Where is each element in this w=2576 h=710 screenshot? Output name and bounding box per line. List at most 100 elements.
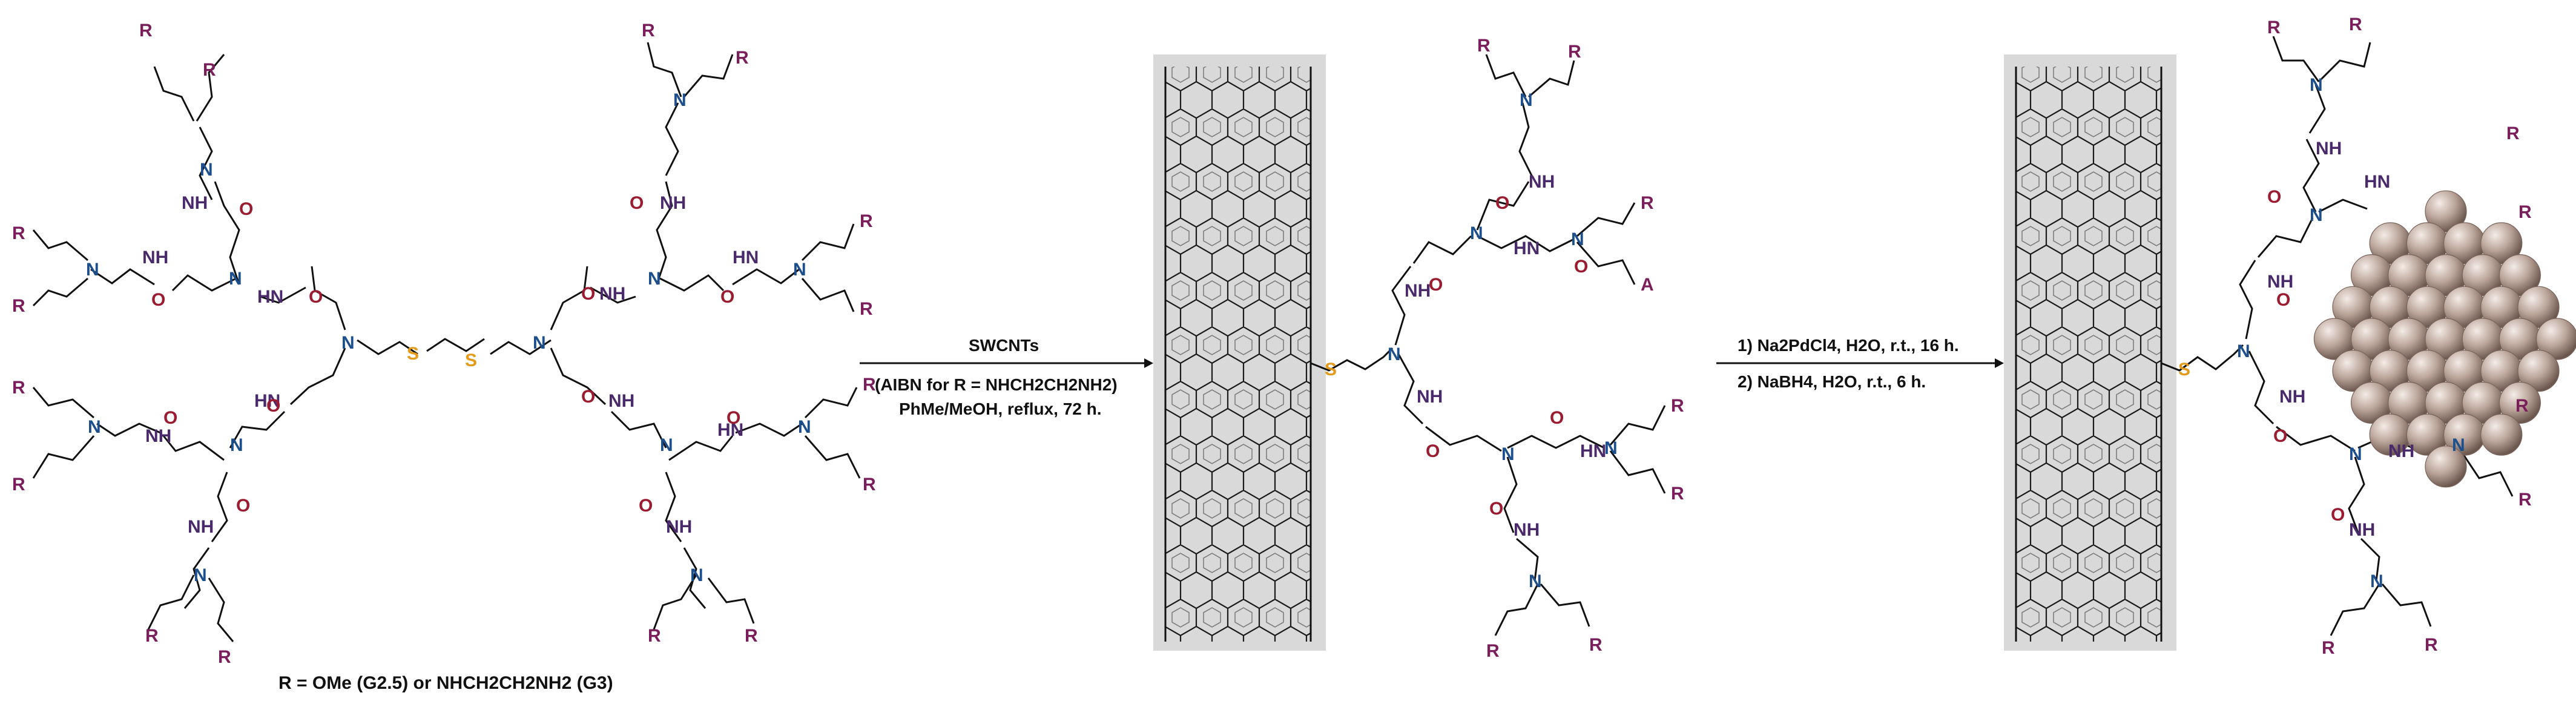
- tube1-oxygen-2: O: [1429, 275, 1443, 295]
- tube2-nitrogen-up: N: [2310, 205, 2323, 225]
- r-group-4: R: [12, 296, 25, 316]
- r-group-2: R: [203, 60, 216, 80]
- oxygen-11: O: [726, 408, 740, 428]
- tube1-a-1: A: [1641, 275, 1654, 295]
- oxygen-10: O: [581, 387, 595, 407]
- amide-nh-2: NH: [142, 248, 168, 268]
- core-nitrogen-right: N: [533, 333, 546, 353]
- condition-aibn: (AIBN for R = NHCH2CH2NH2): [875, 375, 1118, 394]
- tube1-nitrogen-bottom: N: [1529, 571, 1542, 591]
- amide-nh-1: NH: [182, 193, 208, 213]
- pd-atom-sphere: [2517, 286, 2560, 328]
- amide-nh-12: NH: [666, 517, 692, 537]
- nitrogen-ur-top: N: [673, 90, 687, 110]
- tube1-r-4: R: [1671, 396, 1684, 416]
- tube2-nitrogen-right: N: [2452, 435, 2465, 455]
- amide-nh-10: NH: [608, 391, 634, 411]
- tube1-oxygen-3: O: [1574, 257, 1588, 277]
- sulfur-atom-1: S: [407, 344, 419, 364]
- tube2-oxygen-1: O: [2267, 187, 2281, 207]
- condition-pd-salt: 1) Na2PdCl4, H2O, r.t., 16 h.: [1738, 336, 1959, 355]
- r-group-11: R: [860, 211, 873, 231]
- tube1-r-7: R: [1589, 635, 1603, 655]
- r-group-9: R: [642, 21, 655, 41]
- r-group-7: R: [145, 626, 159, 646]
- r-group-8: R: [218, 647, 231, 667]
- dendron-on-swcnt-1: [1310, 54, 1666, 636]
- tube1-nitrogen-top: N: [1520, 90, 1533, 110]
- r-group-10: R: [736, 48, 749, 68]
- oxygen-8: O: [630, 193, 644, 213]
- nitrogen-ll-left: N: [88, 417, 101, 437]
- r-group-5: R: [12, 378, 25, 398]
- nitrogen-ul: N: [229, 269, 242, 289]
- nitrogen-ur-right: N: [793, 260, 806, 280]
- tube2-r-3: R: [2506, 123, 2520, 143]
- tube2-amide-2: HN: [2364, 172, 2390, 192]
- amide-nh-7: NH: [660, 193, 686, 213]
- amide-nh-9: NH: [599, 284, 625, 304]
- oxygen-5: O: [163, 408, 177, 428]
- nitrogen-ul-left: N: [86, 260, 99, 280]
- tube2-nitrogen-core: N: [2237, 341, 2250, 361]
- tube1-oxygen-5: O: [1550, 408, 1564, 428]
- tube2-r-4: R: [2518, 202, 2532, 222]
- amide-nh-6: NH: [188, 517, 214, 537]
- tube2-sulfur: S: [2178, 360, 2190, 380]
- tube1-oxygen-4: O: [1426, 441, 1440, 461]
- condition-reduction: 2) NaBH4, H2O, r.t., 6 h.: [1738, 372, 1926, 391]
- pd-atom-sphere: [2517, 350, 2560, 392]
- r-group-footnote: R = OMe (G2.5) or NHCH2CH2NH2 (G3): [278, 673, 613, 693]
- amide-nh-4: HN: [254, 391, 280, 411]
- nitrogen-ll-bottom: N: [194, 565, 207, 585]
- oxygen-3: O: [309, 287, 323, 307]
- tube2-nitrogen-down: N: [2349, 444, 2362, 464]
- tube2-r-1: R: [2267, 18, 2281, 38]
- tube2-oxygen-4: O: [2331, 505, 2345, 525]
- amide-nh-5: NH: [145, 426, 171, 446]
- tube2-amide-4: NH: [2279, 387, 2305, 407]
- tube2-r-6: R: [2518, 490, 2532, 510]
- pd-atom-sphere: [2480, 413, 2523, 456]
- tube1-sulfur: S: [1325, 360, 1337, 380]
- r-group-16: R: [745, 626, 758, 646]
- r-group-12: R: [860, 299, 873, 319]
- tube1-nitrogen-up: N: [1470, 223, 1483, 243]
- nitrogen-ur: N: [648, 269, 661, 289]
- reaction-arrow-1: SWCNTs (AIBN for R = NHCH2CH2NH2) PhMe/M…: [860, 336, 1153, 418]
- tube1-oxygen-6: O: [1489, 499, 1503, 519]
- tube2-amide-1: NH: [2316, 139, 2342, 159]
- r-group-1: R: [139, 21, 153, 41]
- r-group-6: R: [12, 475, 25, 495]
- tube1-r-5: R: [1671, 484, 1684, 504]
- pd-atom-sphere: [2425, 190, 2467, 232]
- nitrogen-ul-top: N: [200, 160, 213, 180]
- dendron-1-atom-labels: S N N N N N N N NH NH HN NH HN NH O O O …: [1325, 36, 1684, 661]
- g25-disulfide-dendrimer: [32, 42, 861, 642]
- tube2-r-2: R: [2349, 15, 2362, 35]
- tube2-amide-3: NH: [2267, 272, 2293, 292]
- tube2-amide-6: NH: [2349, 520, 2375, 540]
- dendron-2-atom-labels: S N N N N N N NH HN NH NH NH NH O O O O …: [2178, 15, 2532, 658]
- pd-atom-sphere: [2536, 318, 2576, 360]
- tube1-oxygen-1: O: [1495, 193, 1509, 213]
- swcnt-2: [2004, 54, 2176, 651]
- r-group-3: R: [12, 223, 25, 243]
- oxygen-4: O: [266, 396, 280, 416]
- tube1-amide-4: NH: [1417, 387, 1443, 407]
- r-group-15: R: [648, 626, 661, 646]
- tube1-amide-3: HN: [1514, 238, 1540, 258]
- pd-nanoparticle: [2313, 190, 2576, 488]
- swcnt-1: [1153, 54, 1326, 651]
- nitrogen-lr: N: [660, 435, 673, 455]
- reagent-swcnts: SWCNTs: [969, 336, 1039, 355]
- tube2-oxygen-3: O: [2273, 426, 2287, 446]
- oxygen-6: O: [236, 496, 250, 516]
- core-nitrogen-left: N: [341, 333, 355, 353]
- tube1-r-3: R: [1641, 193, 1654, 213]
- oxygen-9: O: [720, 287, 734, 307]
- tube2-r-8: R: [2425, 635, 2438, 655]
- tube1-r-6: R: [1486, 641, 1500, 661]
- r-group-13: R: [863, 375, 876, 395]
